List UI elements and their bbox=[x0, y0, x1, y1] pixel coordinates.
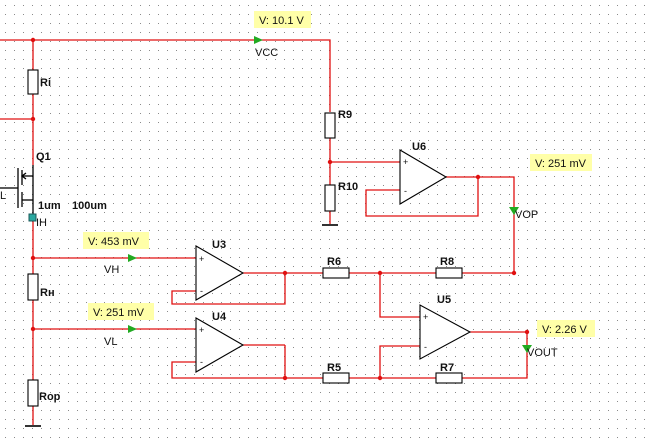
pin-minus: - bbox=[424, 342, 427, 352]
wire-r5-u5minus bbox=[379, 345, 420, 378]
net-label-vl: VL bbox=[104, 336, 117, 348]
wire-r6-u5plus bbox=[379, 273, 420, 318]
probe-vout-text: V: 2.26 V bbox=[542, 324, 588, 336]
junctions bbox=[30, 37, 530, 381]
opamp-pins: + - + - + - + - bbox=[199, 157, 428, 367]
probe-vcc-text: V: 10.1 V bbox=[259, 15, 305, 27]
label-rh: Rн bbox=[40, 287, 55, 299]
net-labels: VCC VOP VH VL VOUT IH L bbox=[0, 47, 558, 359]
wire-u6-feedback bbox=[365, 177, 479, 217]
pin-plus: + bbox=[199, 254, 204, 264]
net-label-l: L bbox=[0, 190, 6, 202]
junction-dot bbox=[30, 116, 36, 122]
junction-dot bbox=[30, 255, 36, 261]
label-r7: R7 bbox=[440, 362, 454, 374]
wire-r7-vout bbox=[462, 332, 528, 379]
resistor-rop[interactable] bbox=[27, 379, 39, 407]
label-r6: R6 bbox=[327, 256, 341, 268]
voltage-probes: V: 10.1 V V: 251 mV V: 453 mV V: 251 mV … bbox=[83, 11, 595, 337]
label-r10: R10 bbox=[338, 181, 358, 193]
junction-dot bbox=[475, 174, 481, 180]
wire-vcc-rail bbox=[0, 39, 331, 112]
probe-vh-box bbox=[83, 232, 149, 249]
junction-dot bbox=[377, 270, 383, 276]
junction-dot bbox=[511, 270, 517, 276]
probe-vop-box bbox=[530, 154, 592, 171]
net-label-vh: VH bbox=[104, 264, 119, 276]
label-q1-l: 1um bbox=[38, 200, 61, 212]
pin-plus: + bbox=[403, 157, 408, 167]
label-rop: Rop bbox=[39, 391, 61, 403]
label-r9: R9 bbox=[338, 109, 352, 121]
net-label-ih: IH bbox=[36, 217, 47, 229]
junction-dot bbox=[524, 329, 530, 335]
junction-dot bbox=[282, 270, 288, 276]
component-labels: Ri R9 R10 Q1 1um 100um Rн Rop R6 R8 R5 R… bbox=[36, 77, 454, 403]
resistor-r10[interactable] bbox=[324, 184, 336, 212]
probe-vcc-box bbox=[254, 11, 311, 28]
net-label-vop: VOP bbox=[515, 209, 538, 221]
opamp-u4[interactable] bbox=[195, 317, 245, 373]
net-label-vcc: VCC bbox=[255, 47, 278, 59]
resistor-r5[interactable] bbox=[322, 372, 350, 384]
label-r8: R8 bbox=[440, 256, 454, 268]
label-u6: U6 bbox=[412, 141, 426, 153]
label-ri: Ri bbox=[40, 77, 51, 89]
junction-dot bbox=[30, 326, 36, 332]
flag-vl-icon bbox=[128, 325, 137, 333]
opamp-u5[interactable] bbox=[419, 304, 472, 360]
pin-plus: + bbox=[423, 312, 428, 322]
wires bbox=[0, 39, 528, 425]
wire-u4-feedback bbox=[171, 345, 286, 379]
pin-minus: - bbox=[404, 186, 407, 196]
resistor-r9[interactable] bbox=[324, 112, 336, 139]
mosfet-q1[interactable] bbox=[0, 165, 34, 219]
probe-vl-box bbox=[88, 303, 154, 320]
junction-dot bbox=[377, 375, 383, 381]
label-r5: R5 bbox=[327, 362, 341, 374]
flag-vop-icon bbox=[509, 207, 519, 215]
label-u3: U3 bbox=[212, 239, 226, 251]
probe-vh-text: V: 453 mV bbox=[88, 236, 140, 248]
net-flags bbox=[128, 36, 532, 353]
pin-minus: - bbox=[200, 286, 203, 296]
grounds bbox=[25, 224, 338, 427]
flag-vout-icon bbox=[522, 345, 532, 353]
resistor-r7[interactable] bbox=[435, 372, 463, 384]
net-label-vout: VOUT bbox=[527, 347, 558, 359]
opamp-u6[interactable] bbox=[399, 149, 448, 205]
wire-u3-feedback bbox=[171, 273, 286, 305]
wire-u6-out bbox=[446, 176, 515, 205]
label-u5: U5 bbox=[437, 294, 451, 306]
label-q1-w: 100um bbox=[72, 200, 107, 212]
label-u4: U4 bbox=[212, 311, 227, 323]
junction-dot bbox=[30, 37, 36, 43]
resistor-rh[interactable] bbox=[27, 273, 39, 301]
resistor-r6[interactable] bbox=[322, 267, 350, 279]
resistor-ri[interactable] bbox=[27, 69, 39, 95]
junction-dot bbox=[327, 159, 333, 165]
pin-plus: + bbox=[199, 325, 204, 335]
wire-r8-vop bbox=[462, 205, 515, 274]
flag-vcc-icon bbox=[254, 36, 263, 44]
probe-vout-box bbox=[537, 320, 595, 337]
ammeter-ih-marker[interactable] bbox=[28, 213, 37, 222]
label-q1: Q1 bbox=[36, 151, 51, 163]
flag-vh-icon bbox=[128, 254, 137, 262]
probe-vop-text: V: 251 mV bbox=[535, 158, 587, 170]
opamp-u3[interactable] bbox=[195, 245, 245, 301]
junction-dot bbox=[282, 375, 288, 381]
probe-vl-text: V: 251 mV bbox=[93, 307, 145, 319]
pin-minus: - bbox=[200, 357, 203, 367]
resistor-r8[interactable] bbox=[435, 267, 463, 279]
